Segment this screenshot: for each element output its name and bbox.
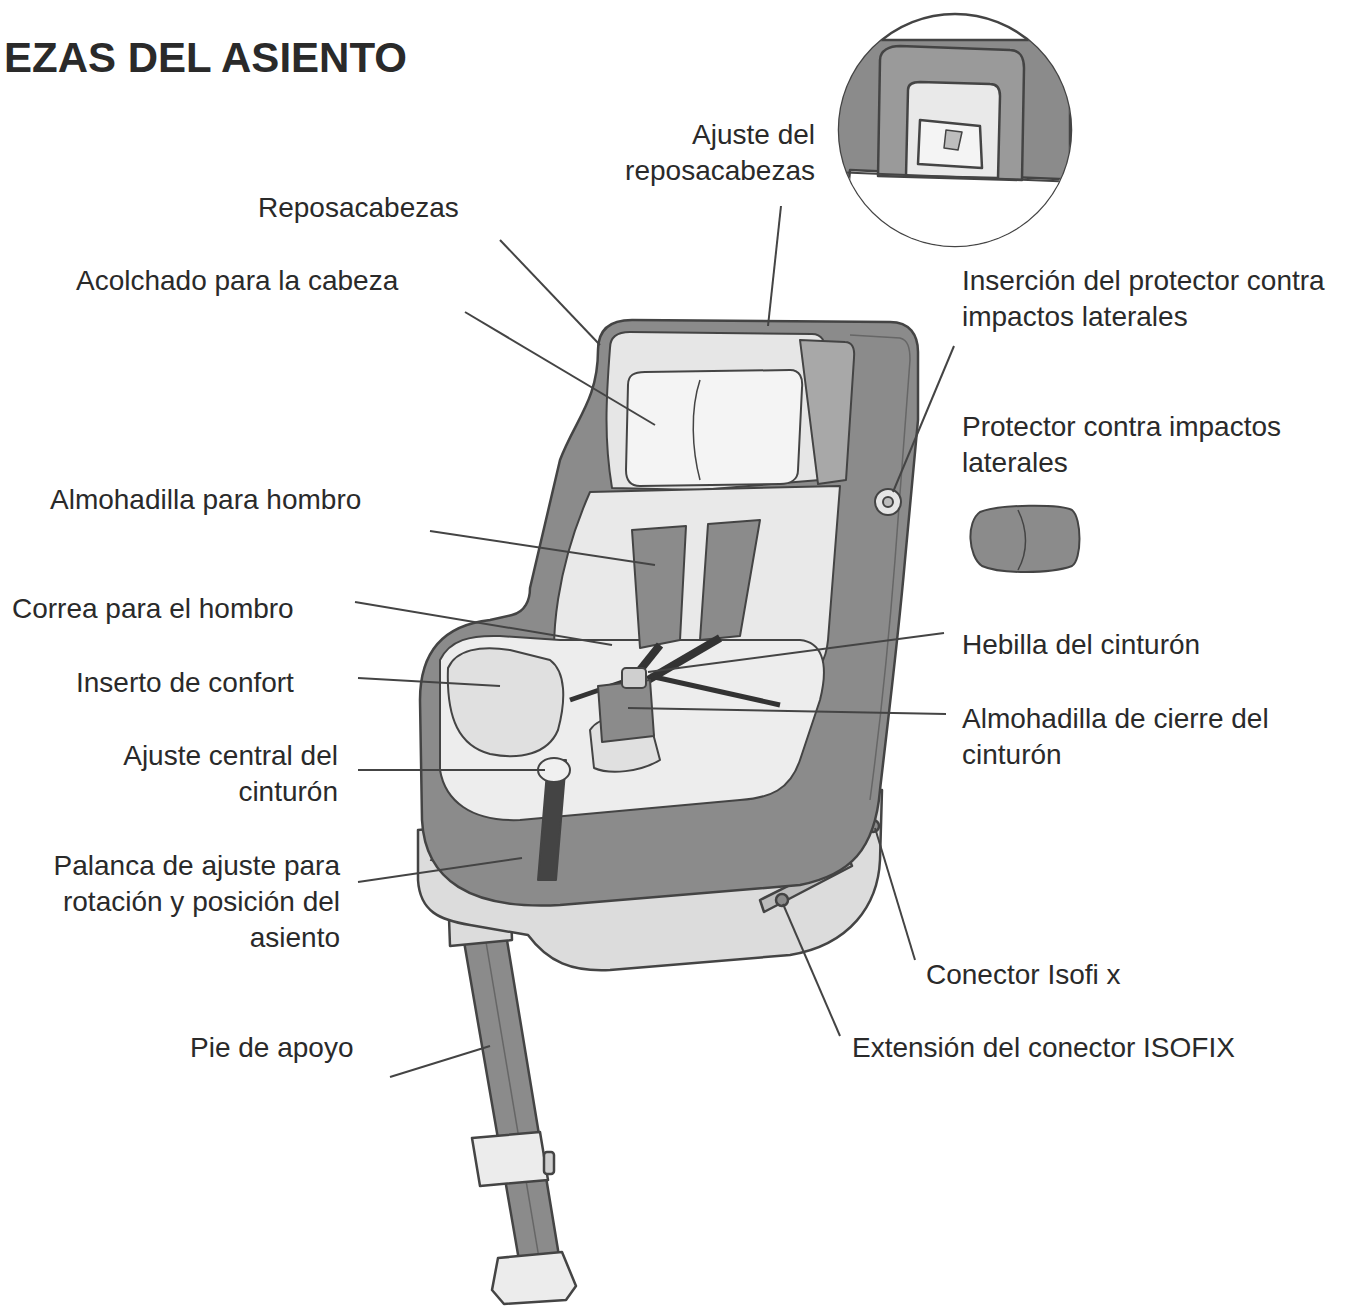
side-impact-protector (875, 489, 901, 515)
leader-lines (628, 708, 946, 714)
part-label: Inserción del protector contra impactos … (962, 263, 1344, 335)
side-impact-protector (883, 497, 893, 507)
leader-lines (390, 1046, 490, 1077)
support-leg (544, 1152, 554, 1174)
support-leg (492, 1252, 576, 1304)
page-title: EZAS DEL ASIENTO (4, 34, 407, 82)
headrest-adjust-detail (840, 170, 1080, 270)
side-impact-protector (970, 506, 1079, 572)
support-leg (484, 930, 540, 1264)
harness (538, 520, 780, 880)
leader-lines (893, 346, 954, 492)
headrest-adjust-detail (830, 40, 1080, 270)
seat-shell (420, 320, 918, 906)
part-label: Acolchado para la cabeza (76, 263, 398, 299)
leader-lines (500, 240, 600, 345)
part-label: Ajuste central del cinturón (113, 738, 338, 810)
headrest-adjust-detail (906, 82, 1000, 178)
part-label: Correa para el hombro (12, 591, 294, 627)
leader-lines (358, 678, 500, 686)
part-label: Palanca de ajuste para rotación y posici… (8, 848, 340, 956)
leader-lines (358, 769, 545, 771)
headrest (607, 332, 826, 490)
harness (598, 680, 654, 742)
part-label: Inserto de confort (76, 665, 294, 701)
support-leg (462, 928, 560, 1266)
headrest-adjust-detail (830, 172, 1080, 182)
headrest (693, 380, 700, 480)
support-leg (472, 1132, 548, 1186)
harness (650, 676, 780, 705)
headrest-adjust-detail (944, 130, 962, 150)
part-label: Pie de apoyo (190, 1030, 353, 1066)
harness (632, 526, 686, 648)
leader-lines (355, 206, 954, 1077)
harness (622, 668, 646, 688)
headrest-adjust-detail (918, 120, 982, 168)
seat-padding (440, 636, 824, 820)
part-label: Almohadilla para hombro (50, 482, 361, 518)
leader-lines (358, 858, 522, 882)
headrest (607, 332, 855, 490)
headrest-adjust-detail (878, 46, 1024, 180)
part-label: Reposacabezas (258, 190, 459, 226)
headrest-adjust-detail (830, 14, 1080, 270)
part-label: Extensión del conector ISOFIX (852, 1030, 1235, 1066)
side-impact-protector (1018, 510, 1026, 570)
leader-lines (648, 633, 944, 672)
part-label: Conector Isofi x (926, 957, 1121, 993)
leader-lines (875, 828, 915, 960)
leader-lines (465, 312, 655, 425)
part-label: Hebilla del cinturón (962, 627, 1200, 663)
side-impact-protector (875, 489, 1080, 572)
seat-base (776, 894, 788, 906)
headrest (800, 340, 854, 484)
seat-shell (420, 320, 918, 906)
headrest (626, 370, 802, 486)
leader-lines (430, 531, 655, 565)
harness (700, 520, 760, 640)
seat-padding (448, 648, 563, 756)
harness (648, 638, 720, 680)
leader-lines (355, 602, 612, 645)
leader-lines (768, 206, 781, 326)
part-label: Ajuste del reposacabezas (595, 117, 815, 189)
part-label: Almohadilla de cierre del cinturón (962, 701, 1342, 773)
part-label: Protector contra impactos laterales (962, 409, 1344, 481)
seat-shell (850, 335, 910, 800)
leader-lines (783, 904, 840, 1036)
